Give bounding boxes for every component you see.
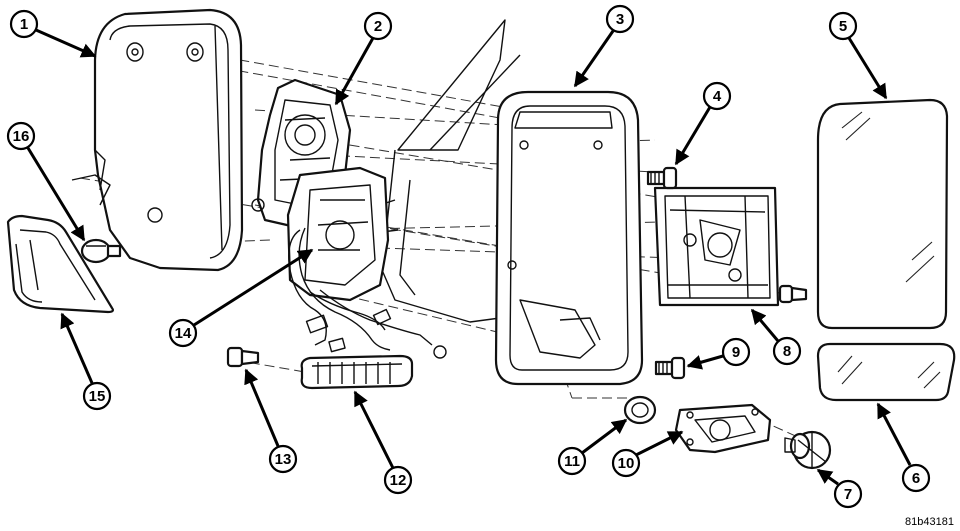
callout-circle bbox=[82, 381, 112, 411]
callout-number: 3 bbox=[616, 11, 624, 28]
part-15-base-cover bbox=[6, 214, 114, 314]
callout-number: 12 bbox=[390, 472, 407, 489]
part-1-rear-housing-cover bbox=[71, 8, 244, 272]
callout-circle bbox=[611, 448, 641, 478]
part-16-fastener bbox=[80, 238, 122, 264]
callout-11: 11 bbox=[557, 418, 628, 476]
callout-circle bbox=[6, 121, 36, 151]
callout-number: 5 bbox=[839, 18, 847, 35]
callout-9: 9 bbox=[686, 337, 751, 370]
callout-circle bbox=[772, 336, 802, 366]
part-13-lamp-screw bbox=[226, 346, 260, 368]
callout-number: 2 bbox=[374, 18, 382, 35]
callout-16: 16 bbox=[6, 121, 86, 242]
callout-5: 5 bbox=[828, 11, 888, 100]
callout-number: 4 bbox=[713, 88, 722, 105]
callout-number: 9 bbox=[732, 344, 740, 361]
callout-number: 16 bbox=[13, 128, 30, 145]
callout-13: 13 bbox=[244, 368, 298, 474]
callout-circle bbox=[363, 11, 393, 41]
callout-circle bbox=[268, 444, 298, 474]
callout-circle bbox=[721, 337, 751, 367]
callout-number: 6 bbox=[912, 470, 920, 487]
figure-reference-code: 81b43181 bbox=[905, 516, 954, 528]
part-3-mirror-case bbox=[494, 90, 644, 386]
callout-7: 7 bbox=[816, 468, 863, 509]
part-12-clearance-lamp bbox=[300, 354, 414, 390]
callout-circle bbox=[383, 465, 413, 495]
callout-6: 6 bbox=[876, 402, 931, 493]
callout-number: 15 bbox=[89, 388, 106, 405]
callout-circle bbox=[833, 479, 863, 509]
callout-circle bbox=[828, 11, 858, 41]
callout-15: 15 bbox=[60, 312, 112, 411]
callout-14: 14 bbox=[168, 248, 314, 348]
callout-circle bbox=[9, 9, 39, 39]
part-6-convex-glass bbox=[816, 342, 956, 402]
part-4-screw bbox=[646, 166, 678, 190]
callout-8: 8 bbox=[750, 308, 802, 366]
callout-number: 8 bbox=[783, 343, 791, 360]
callout-circle bbox=[557, 446, 587, 476]
callout-circle bbox=[702, 81, 732, 111]
side-screw bbox=[778, 284, 808, 304]
callout-circle bbox=[168, 318, 198, 348]
callout-number: 10 bbox=[618, 455, 635, 472]
callout-12: 12 bbox=[353, 390, 413, 495]
callout-4: 4 bbox=[674, 81, 732, 166]
part-9-screw bbox=[654, 356, 686, 380]
callout-2: 2 bbox=[334, 11, 393, 106]
callout-circle bbox=[901, 463, 931, 493]
callout-3: 3 bbox=[573, 4, 635, 88]
part-7-knob bbox=[784, 430, 832, 470]
part-5-mirror-glass bbox=[816, 98, 949, 330]
callout-number: 13 bbox=[275, 451, 292, 468]
part-10-pivot-bracket bbox=[674, 403, 772, 454]
callout-number: 1 bbox=[20, 16, 28, 33]
callout-circle bbox=[605, 4, 635, 34]
callout-number: 7 bbox=[844, 486, 852, 503]
callout-number: 14 bbox=[175, 325, 192, 342]
part-2-motor-frame bbox=[251, 78, 447, 359]
callout-10: 10 bbox=[611, 430, 684, 478]
part-11-grommet bbox=[623, 395, 657, 425]
callout-number: 11 bbox=[564, 453, 580, 470]
part-8-mounting-plate bbox=[653, 186, 780, 307]
callout-1: 1 bbox=[9, 9, 97, 58]
